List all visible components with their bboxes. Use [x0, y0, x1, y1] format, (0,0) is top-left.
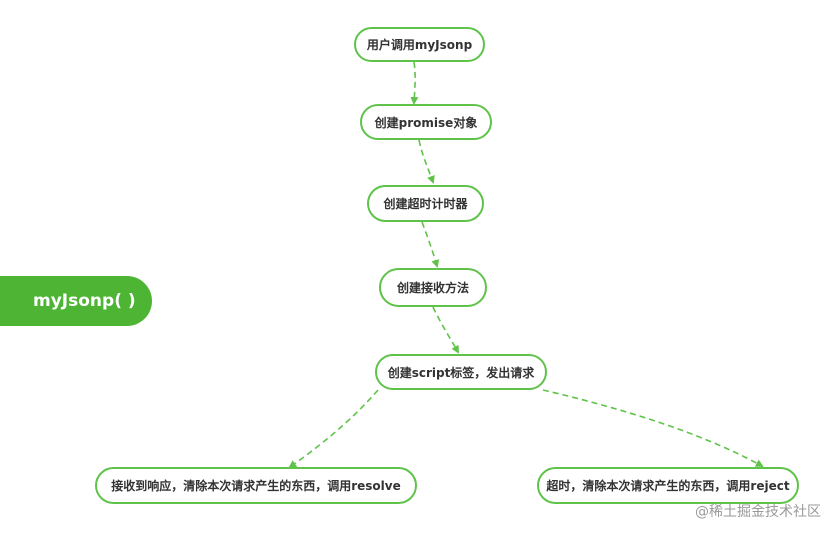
diagram-title: myJsonp( ) [0, 276, 152, 326]
arrow-timer-to-receive [421, 221, 440, 268]
node-create-script-tag: 创建script标签，发出请求 [375, 354, 547, 390]
watermark: @稀土掘金技术社区 [695, 504, 821, 520]
node-reject: 超时，清除本次请求产生的东西，调用reject [537, 467, 799, 504]
node-call-myjsonp: 用户调用myJsonp [354, 27, 485, 62]
node-create-promise: 创建promise对象 [360, 104, 492, 140]
node-resolve: 接收到响应，清除本次请求产生的东西，调用resolve [95, 467, 417, 504]
node-create-timer: 创建超时计时器 [367, 185, 484, 222]
arrow-script-to-resolve [288, 389, 379, 469]
arrow-receive-to-script [432, 306, 459, 354]
node-create-receive-method: 创建接收方法 [379, 268, 487, 307]
arrow-script-to-reject [542, 389, 764, 467]
arrow-call-to-promise [410, 61, 419, 105]
arrow-promise-to-timer [418, 139, 435, 184]
